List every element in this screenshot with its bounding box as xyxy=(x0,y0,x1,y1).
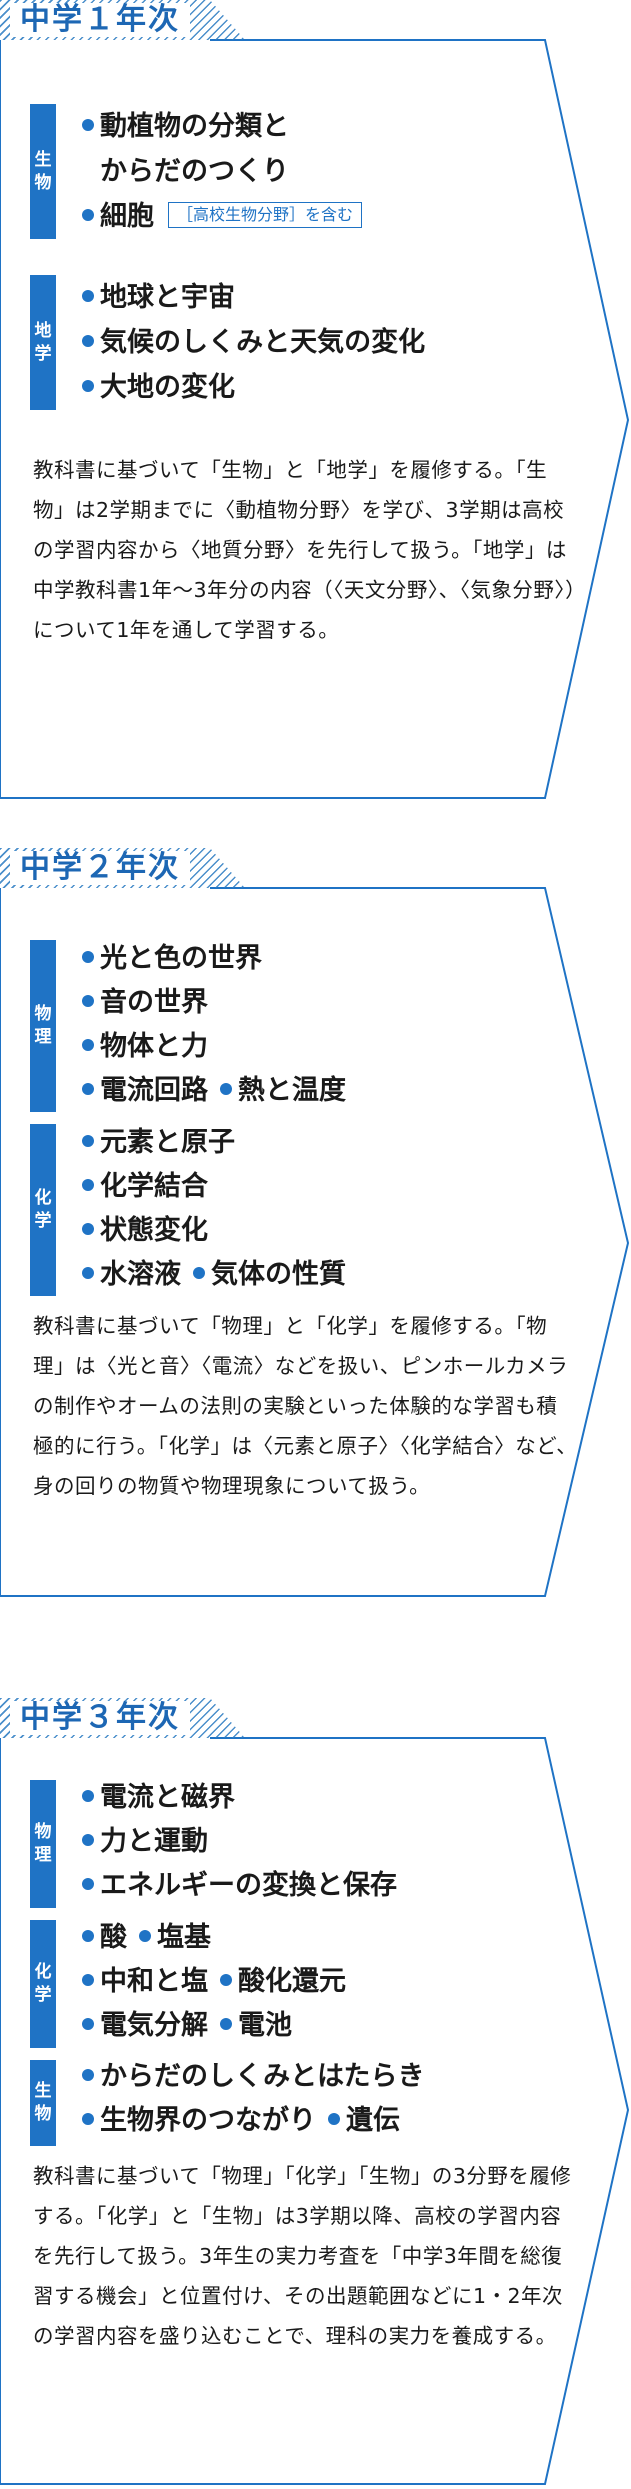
bullet-icon xyxy=(82,1266,94,1279)
subject-tag-label: 生物 xyxy=(34,2081,52,2124)
bullet-icon xyxy=(82,994,94,1007)
topic-item: 気候のしくみと天気の変化 xyxy=(82,328,425,358)
subject-tag-label: 地学 xyxy=(34,320,52,364)
section-frame xyxy=(0,1737,630,2485)
bullet-icon xyxy=(220,1082,232,1095)
bullet-icon xyxy=(82,1222,94,1235)
bullet-icon xyxy=(82,950,94,963)
topic-item: 電流と磁界 xyxy=(82,1783,235,1813)
topic-item: 生物界のつながり遺伝 xyxy=(82,2106,400,2136)
section-title: 中学３年次 xyxy=(10,1701,190,1735)
topic-item: からだのしくみとはたらき xyxy=(82,2062,425,2092)
bullet-icon xyxy=(82,334,94,347)
section-title: 中学２年次 xyxy=(10,851,190,885)
bullet-icon xyxy=(82,1833,94,1846)
subject-tag: 地学 xyxy=(30,275,56,410)
topic-item: 状態変化 xyxy=(82,1216,208,1246)
section-grade-2: 中学２年次 物理 光と色の世界 音の世界 物体と力 電流回路熱と温度 化学 元素… xyxy=(0,848,631,1648)
topic-item: 化学結合 xyxy=(82,1172,208,1202)
subject-tag: 生物 xyxy=(30,104,56,239)
bullet-icon xyxy=(82,1178,94,1191)
topic-item: 水溶液気体の性質 xyxy=(82,1260,346,1290)
bullet-icon xyxy=(82,379,94,392)
section-description: 教科書に基づいて「物理」「化学」「生物」の3分野を履修する。「化学」と「生物」は… xyxy=(33,2164,572,2348)
section-grade-1: 中学１年次 生物 動植物の分類と からだのつくり 細胞［高校生物分野］を含む 地… xyxy=(0,0,631,800)
topic-item: 力と運動 xyxy=(82,1827,208,1857)
bullet-icon xyxy=(220,1973,232,1986)
bullet-icon xyxy=(193,1266,205,1279)
topic-item: 大地の変化 xyxy=(82,373,235,403)
subject-tag: 化学 xyxy=(30,1920,56,2048)
bullet-icon xyxy=(82,1134,94,1147)
subject-tag-label: 物理 xyxy=(34,1822,52,1865)
bullet-icon xyxy=(82,1038,94,1051)
subject-tag: 生物 xyxy=(30,2060,56,2146)
topic-item: エネルギーの変換と保存 xyxy=(82,1871,397,1901)
subject-tag-label: 物理 xyxy=(34,1004,52,1047)
subject-tag: 物理 xyxy=(30,940,56,1112)
subject-tag-label: 化学 xyxy=(34,1188,52,1231)
bullet-icon xyxy=(82,2017,94,2030)
bullet-icon xyxy=(82,1929,94,1942)
bullet-icon xyxy=(82,208,94,221)
topic-item: 細胞［高校生物分野］を含む xyxy=(82,201,363,232)
bullet-icon xyxy=(139,1929,151,1942)
bullet-icon xyxy=(82,118,94,131)
section-description: 教科書に基づいて「生物」と「地学」を履修する。「生物」は2学期までに〈動植物分野… xyxy=(33,458,576,642)
topic-item: 物体と力 xyxy=(82,1032,208,1062)
topic-item: 光と色の世界 xyxy=(82,944,262,974)
section-description: 教科書に基づいて「物理」と「化学」を履修する。「物理」は〈光と音〉〈電流〉などを… xyxy=(33,1314,578,1498)
topic-item: 音の世界 xyxy=(82,988,208,1018)
section-header: 中学２年次 xyxy=(0,848,245,888)
bullet-icon xyxy=(82,1973,94,1986)
topic-item: 酸塩基 xyxy=(82,1923,211,1953)
note-badge: ［高校生物分野］を含む xyxy=(168,201,363,228)
subject-tag-label: 生物 xyxy=(34,149,52,193)
topic-item: 元素と原子 xyxy=(82,1128,235,1158)
bullet-icon xyxy=(82,1082,94,1095)
bullet-icon xyxy=(82,2112,94,2125)
bullet-icon xyxy=(82,1877,94,1890)
bullet-icon xyxy=(82,2068,94,2081)
topic-item: 地球と宇宙 xyxy=(82,283,235,313)
topic-item-continuation: からだのつくり xyxy=(100,156,289,187)
topic-item: 電流回路熱と温度 xyxy=(82,1076,346,1106)
topic-item: 電気分解電池 xyxy=(82,2011,292,2041)
section-header: 中学３年次 xyxy=(0,1698,245,1738)
section-title: 中学１年次 xyxy=(10,3,190,37)
bullet-icon xyxy=(82,289,94,302)
subject-tag-label: 化学 xyxy=(34,1962,52,2005)
section-grade-3: 中学３年次 物理 電流と磁界 力と運動 エネルギーの変換と保存 化学 酸塩基 中… xyxy=(0,1698,631,2489)
subject-tag: 化学 xyxy=(30,1124,56,1296)
section-frame xyxy=(0,39,630,799)
bullet-icon xyxy=(328,2112,340,2125)
subject-tag: 物理 xyxy=(30,1780,56,1908)
bullet-icon xyxy=(220,2017,232,2030)
topic-item: 動植物の分類と xyxy=(82,112,289,142)
section-frame xyxy=(0,887,630,1597)
bullet-icon xyxy=(82,1789,94,1802)
topic-item: 中和と塩酸化還元 xyxy=(82,1967,346,1997)
section-header: 中学１年次 xyxy=(0,0,245,40)
